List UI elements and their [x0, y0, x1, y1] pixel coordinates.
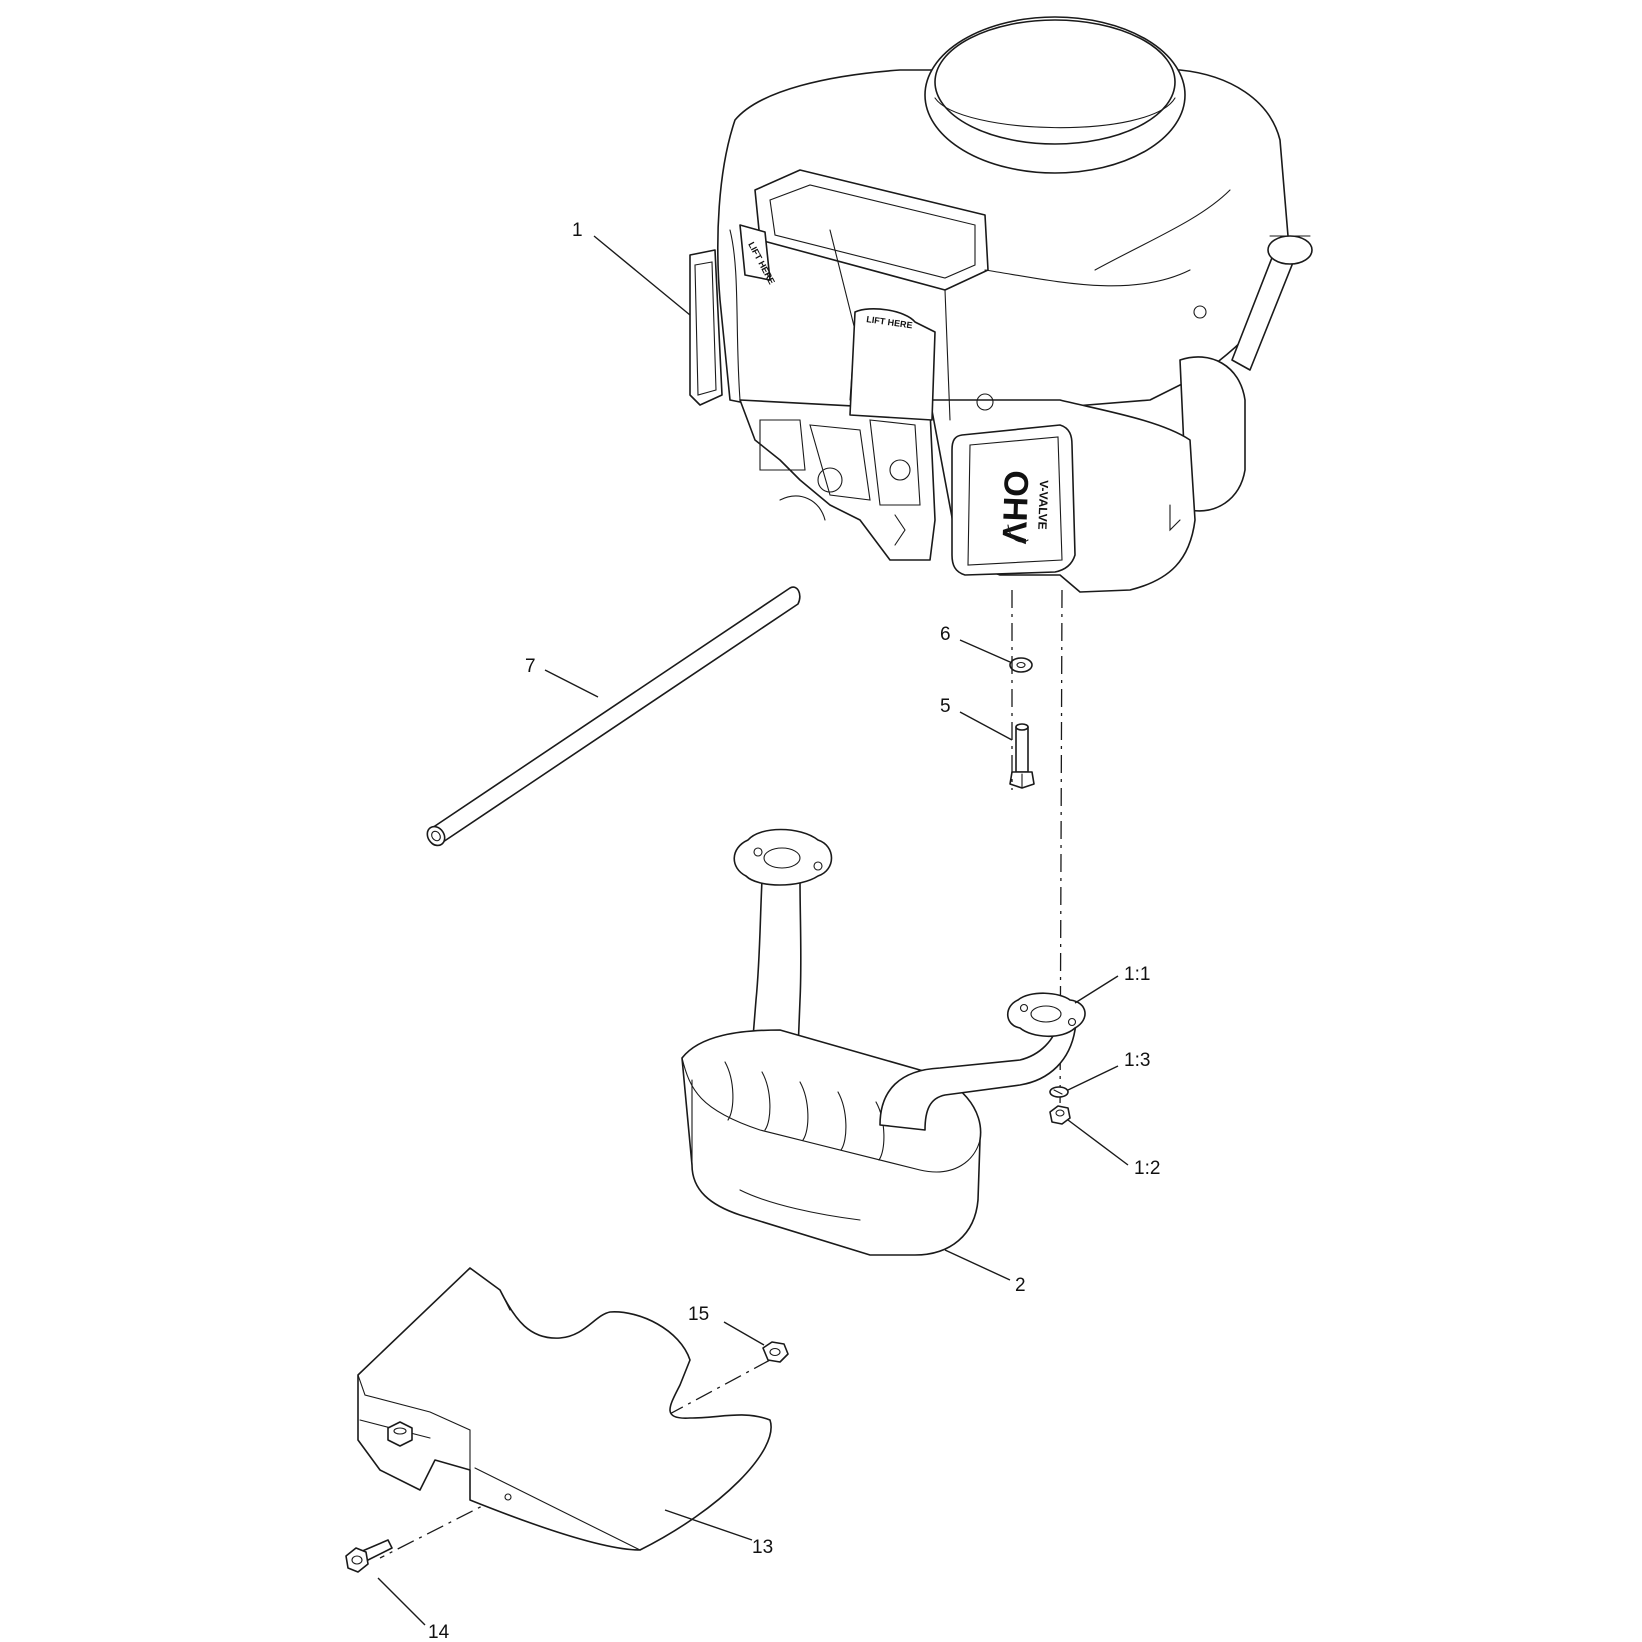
- callout-7: 7: [525, 656, 536, 677]
- lock-washer: [1049, 1086, 1069, 1098]
- tube: [426, 586, 801, 847]
- callout-15: 15: [688, 1304, 709, 1325]
- leader-1-1: [1074, 975, 1119, 1004]
- svg-text:V-VALVE: V-VALVE: [1035, 480, 1051, 530]
- leader-7: [544, 669, 599, 698]
- nut: [1049, 1105, 1071, 1125]
- leader-13: [664, 1509, 753, 1541]
- callout-2: 2: [1015, 1275, 1026, 1296]
- washer: [1009, 657, 1033, 673]
- leader-1-3: [1067, 1065, 1119, 1091]
- lift-here-tab-center: LIFT HERE: [849, 308, 936, 421]
- leader-6: [959, 639, 1011, 663]
- ohv-valve-cover: OHV V-VALVE: [951, 424, 1076, 576]
- callout-1-2: 1:2: [1134, 1158, 1160, 1179]
- shield-bolt: [345, 1539, 393, 1573]
- heat-shield: [357, 1267, 772, 1551]
- callout-6: 6: [940, 624, 951, 645]
- leader-1-2: [1067, 1119, 1129, 1166]
- leader-14: [377, 1577, 426, 1626]
- callout-1-1: 1:1: [1124, 964, 1150, 985]
- engine: LIFT HERE LIFT HERE OHV V-VALVE: [689, 16, 1313, 593]
- lift-here-tab-left: LIFT HERE: [739, 224, 777, 286]
- callout-1-3: 1:3: [1124, 1050, 1150, 1071]
- shield-nut: [762, 1341, 789, 1363]
- leader-5: [959, 711, 1013, 741]
- muffler: [681, 828, 1086, 1256]
- assembly-line-shield-bolt: [379, 1495, 503, 1559]
- leader-1: [593, 235, 691, 316]
- bolt: [1009, 723, 1035, 789]
- callout-14: 14: [428, 1622, 450, 1642]
- callout-1: 1: [572, 220, 583, 241]
- callout-13: 13: [752, 1537, 773, 1558]
- leader-2: [944, 1249, 1011, 1281]
- callout-5: 5: [940, 696, 951, 717]
- svg-text:OHV: OHV: [994, 470, 1035, 545]
- leader-15: [723, 1321, 765, 1346]
